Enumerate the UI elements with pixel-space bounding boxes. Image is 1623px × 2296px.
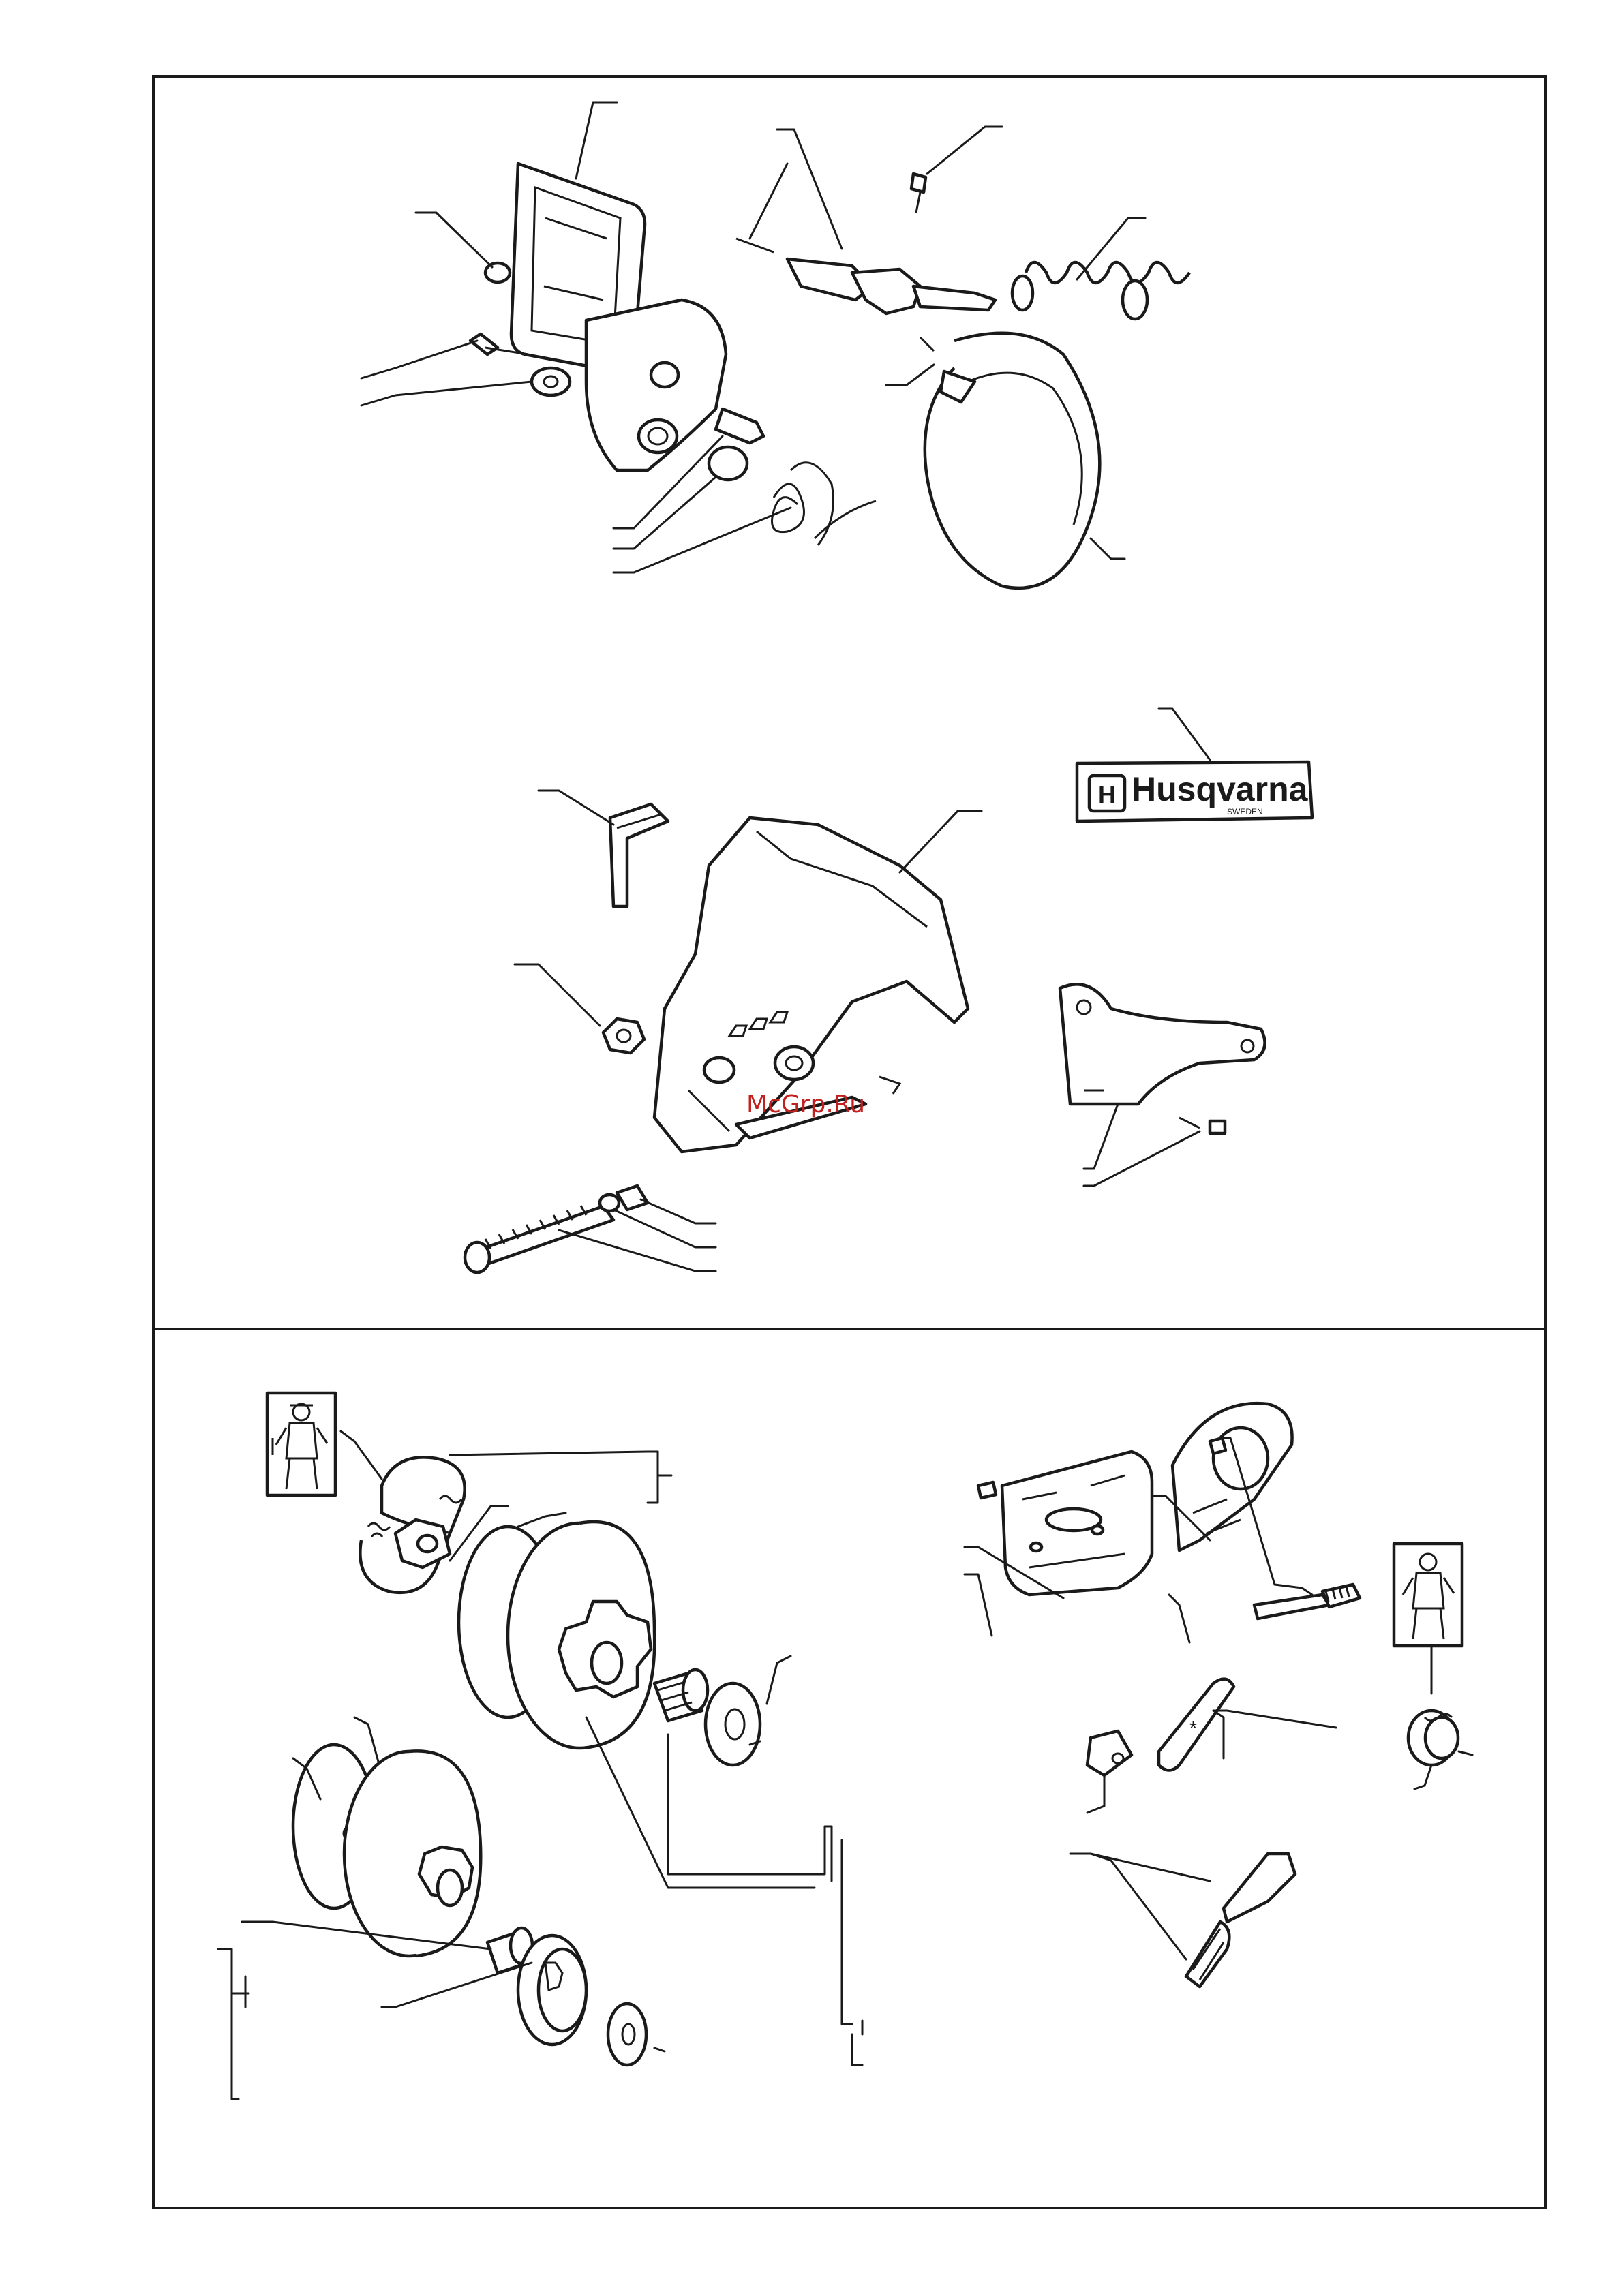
brake-lever	[736, 239, 995, 313]
husqvarna-decal: H Husqvarna SWEDEN	[1077, 762, 1312, 821]
watermark-text: McGrp.Ru	[746, 1090, 865, 1118]
clutch-drum	[508, 1522, 654, 1748]
brake-band	[920, 333, 1099, 588]
chain-tensioner	[465, 1186, 648, 1272]
needle-bearing	[654, 1670, 708, 1721]
oil-pump-housing	[1172, 1403, 1292, 1550]
worm-gear	[1408, 1711, 1458, 1765]
alternate-drum	[344, 1751, 481, 1956]
drum-washer	[706, 1683, 760, 1765]
chain-guide-plate	[1002, 1452, 1152, 1595]
hand-guard	[511, 164, 726, 470]
centrifugal-clutch	[360, 1457, 464, 1592]
brake-spring	[1012, 262, 1189, 319]
logo-country: SWEDEN	[1227, 807, 1263, 816]
logo-mark: H	[1098, 780, 1116, 808]
plate-screw	[1179, 1118, 1225, 1133]
oil-pump-shaft	[1159, 1585, 1360, 1771]
mechanic-figure-icon-right	[1394, 1544, 1462, 1646]
screw-top	[911, 174, 926, 213]
pump-screw	[1210, 1438, 1226, 1454]
torsion-spring	[772, 463, 877, 545]
asterisk-mark: *	[1189, 1717, 1197, 1739]
rim-sprocket	[518, 1935, 586, 2045]
cover-nut	[603, 1019, 644, 1053]
mechanic-figure-icon	[267, 1393, 335, 1495]
guide-screw	[978, 1482, 996, 1498]
guide-clip	[1087, 1731, 1132, 1775]
bar-guard-plate	[1060, 984, 1265, 1104]
oil-pickup-hose	[1186, 1854, 1295, 1987]
sprocket-washer	[608, 2004, 646, 2065]
logo-brand: Husqvarna	[1132, 770, 1309, 808]
cover-clip	[610, 804, 668, 906]
